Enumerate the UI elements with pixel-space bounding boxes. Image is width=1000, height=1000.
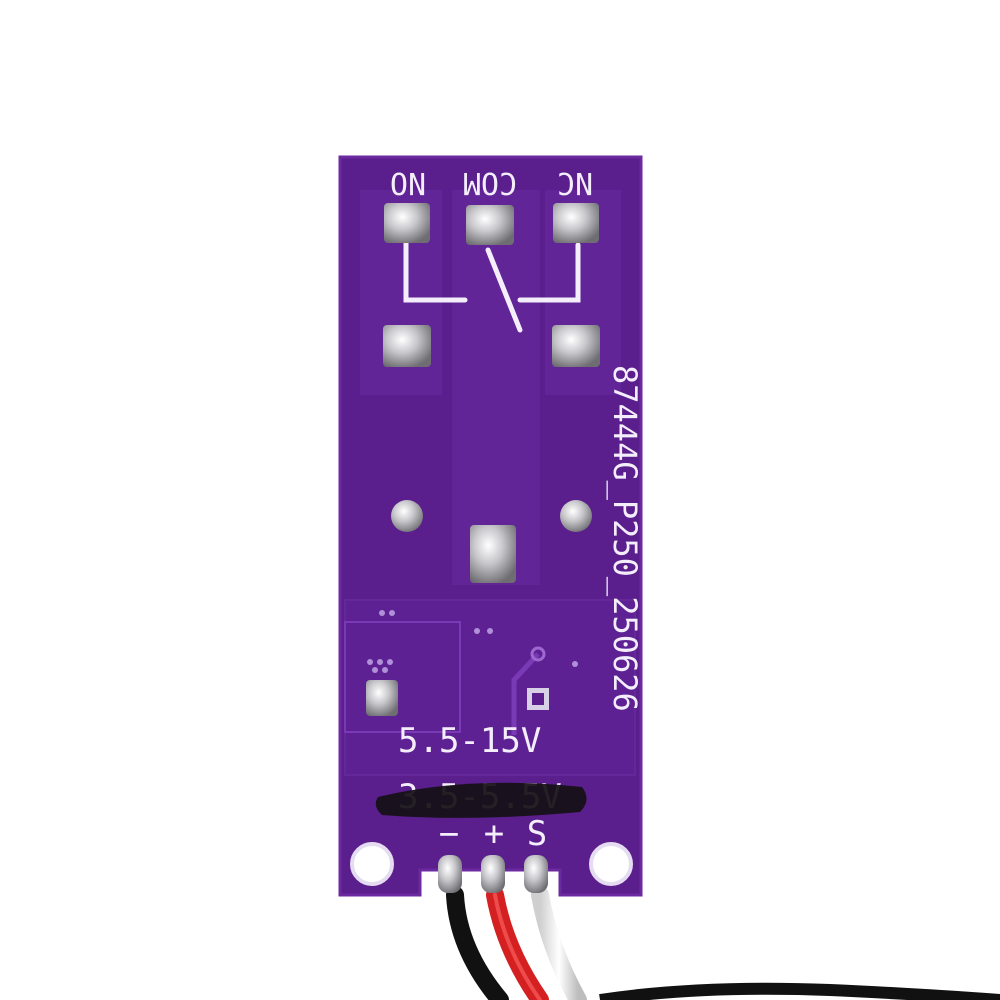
pin-label-minus: − — [439, 814, 459, 854]
pin-label-plus: + — [484, 814, 504, 854]
pad-com-top — [466, 205, 514, 245]
pad-coil-right — [560, 500, 592, 532]
wire-black — [446, 886, 509, 1000]
vias — [367, 610, 578, 673]
mount-hole-right — [589, 842, 633, 886]
mount-hole-left — [350, 842, 394, 886]
marker-scribble — [375, 782, 587, 818]
pin-minus — [438, 855, 462, 893]
pad-small — [366, 680, 398, 716]
pin-plus — [481, 855, 505, 893]
pad-nc-top — [553, 203, 599, 243]
pin-label-signal: S — [527, 814, 547, 854]
wire-red — [486, 886, 549, 1000]
pad-nc-bottom — [552, 325, 600, 367]
cable-loop — [599, 982, 1000, 1000]
pin-signal — [524, 855, 548, 893]
label-com: COM — [463, 165, 517, 200]
part-number: 87444G_P250_250626 — [606, 365, 644, 712]
header-pins — [438, 855, 548, 893]
wires — [446, 886, 587, 1000]
wire-white — [531, 886, 587, 1000]
relay-schematic — [403, 237, 581, 333]
label-no: NO — [390, 165, 426, 200]
solder-pads — [366, 203, 600, 716]
left-pad-zone — [344, 621, 461, 733]
pad-no-bottom — [383, 325, 431, 367]
trace — [511, 652, 540, 735]
pad-com-bottom — [470, 525, 516, 583]
pad-coil-left — [391, 500, 423, 532]
voltage-label: 5.5-15V — [398, 721, 541, 761]
label-nc: NC — [557, 165, 593, 200]
com-zone — [452, 190, 540, 585]
pad-no-top — [384, 203, 430, 243]
